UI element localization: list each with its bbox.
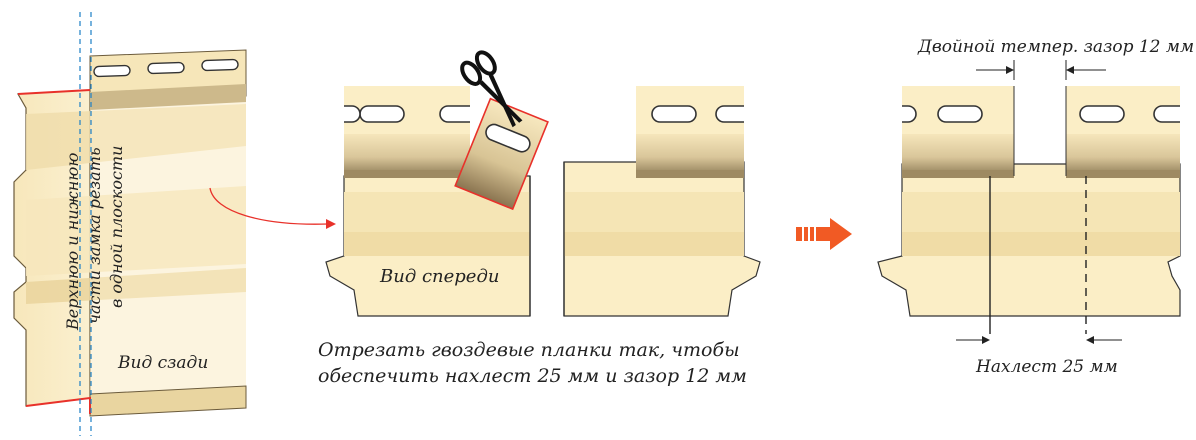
cut-instruction-line-2: части замка резать — [85, 147, 104, 324]
gap-dim-left-arrowhead — [1006, 66, 1014, 74]
installed-left-lock-shadow — [902, 170, 1014, 178]
back-view-bottom-cut-line — [25, 396, 91, 414]
front-right-nail-slot-partial — [715, 105, 744, 123]
back-view-nail-strip-shadow — [90, 84, 246, 110]
back-view-nail-slot-3 — [201, 58, 239, 72]
cut-instruction-line-1: Верхнюю и нижнюю — [63, 153, 82, 331]
back-view-top-cut-line — [17, 89, 91, 95]
front-right-lock — [636, 134, 744, 176]
front-left-lock — [344, 134, 470, 176]
front-left-nail-slot-1 — [359, 105, 405, 123]
overlap-label: Нахлест 25 мм — [975, 357, 1118, 377]
installed-right-lock-shadow — [1066, 170, 1180, 178]
cut-tab-body — [454, 97, 549, 211]
installed-right-nail-slot-partial — [1153, 105, 1180, 123]
cut-instruction-rotated: Верхнюю и нижнюю части замка резать в од… — [63, 146, 126, 331]
pointer-curve — [209, 187, 329, 225]
installed-right-nail-slot — [1079, 105, 1125, 123]
installed-left-lock — [902, 134, 1014, 176]
cut-tab-slot — [485, 123, 531, 153]
overlap-dim-left-arrowhead — [982, 336, 990, 344]
cut-tab-piece — [454, 97, 549, 211]
overlap-dim-right-arrowhead — [1086, 336, 1094, 344]
front-right-lock-shadow — [636, 170, 744, 178]
back-view-label: Вид сзади — [117, 353, 208, 373]
front-right-band-1 — [564, 192, 744, 232]
back-view-panel: Верхнюю и нижнюю части замка резать в од… — [13, 12, 336, 436]
front-caption-line-2: обеспечить нахлест 25 мм и зазор 12 мм — [318, 365, 747, 387]
front-right-nail-slot-1 — [651, 105, 697, 123]
installed-left-nail-slot-partial — [902, 105, 917, 123]
pointer-arrowhead — [326, 219, 336, 229]
front-left-nail-slot-partial-right — [439, 105, 470, 123]
back-view-panel-right — [90, 82, 246, 406]
gap-label: Двойной темпер. зазор 12 мм — [917, 37, 1194, 57]
back-view-nail-slot-2 — [147, 61, 185, 75]
back-view-nail-slot-1 — [93, 64, 131, 78]
front-caption-line-1: Отрезать гвоздевые планки так, чтобы — [318, 339, 740, 361]
front-right-band-2 — [564, 232, 744, 256]
installed-band-2 — [902, 232, 1180, 256]
front-view-panel: Вид спереди Отрезать гвоздевые планки та… — [318, 50, 761, 387]
gap-dim-right-arrowhead — [1066, 66, 1074, 74]
installed-left-nail-slot — [937, 105, 983, 123]
scissors-icon — [460, 50, 523, 128]
front-left-band-2 — [344, 232, 530, 256]
cut-instruction-line-3: в одной плоскости — [107, 146, 126, 308]
installed-band-1 — [902, 192, 1180, 232]
installed-panel: Двойной темпер. зазор 12 мм Нахлест 25 м… — [877, 37, 1194, 377]
front-left-nail-slot-partial — [344, 105, 361, 123]
arrow-right-icon — [796, 218, 852, 250]
front-view-label: Вид спереди — [379, 266, 499, 287]
front-left-lock-shadow — [344, 170, 470, 178]
installed-right-lock — [1066, 134, 1180, 176]
